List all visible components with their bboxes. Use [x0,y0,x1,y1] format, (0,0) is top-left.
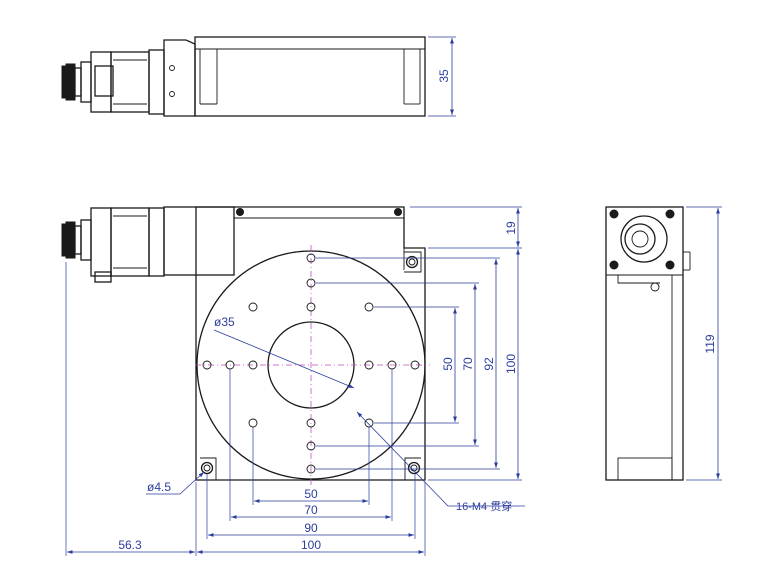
dim-70-bottom: 70 [231,503,391,519]
dim-50-right-label: 50 [441,357,455,371]
top-knob [61,61,92,103]
dim-70-right: 70 [461,284,477,445]
dim-70-bottom-label: 70 [304,503,318,517]
dim-bore: ø35 [213,315,355,389]
dim-56-3: 56.3 [67,538,195,554]
top-motor [90,39,196,117]
dim-side-height: 119 [686,206,722,481]
dim-mount-hole-label: ø4.5 [147,480,171,494]
rotary-table [195,245,430,485]
front-motor [90,206,235,283]
top-body [194,36,426,117]
dim-thread-note: 16-M4 贯穿 [356,411,525,513]
front-knob [61,219,92,261]
dim-100-right: 100 [504,249,520,479]
dim-top-height-label: 35 [437,69,451,83]
dim-92-label: 92 [482,357,496,371]
dim-90-bottom: 90 [208,521,414,537]
top-view: 35 [61,36,456,117]
dim-70-right-label: 70 [461,357,475,371]
dim-right-group: 19 100 92 70 50 [316,206,522,481]
dim-top-height: 35 [428,36,456,117]
side-motor-face [609,209,675,270]
dim-56-3-label: 56.3 [118,538,142,552]
side-view: 119 [605,206,722,481]
dim-50-bottom-label: 50 [304,487,318,501]
dim-100-bottom: 100 [197,538,424,554]
front-view: ø35 ø4.5 16-M4 贯穿 [61,206,525,556]
dim-19-label: 19 [504,221,518,235]
dim-100-bottom-label: 100 [301,538,321,552]
dim-thread-note-label: 16-M4 贯穿 [456,499,512,513]
dim-19: 19 [504,208,520,247]
dim-bottom-group: 50 70 90 100 56.3 [65,262,426,556]
dim-mount-hole: ø4.5 [146,471,205,495]
dim-50-bottom: 50 [254,487,368,503]
front-base [195,206,426,481]
dim-90-bottom-label: 90 [304,521,318,535]
dim-92: 92 [482,259,498,468]
dim-50-right: 50 [441,308,457,422]
dim-100-right-label: 100 [504,354,518,374]
dim-bore-label: ø35 [214,315,235,329]
dim-side-height-label: 119 [703,334,717,353]
